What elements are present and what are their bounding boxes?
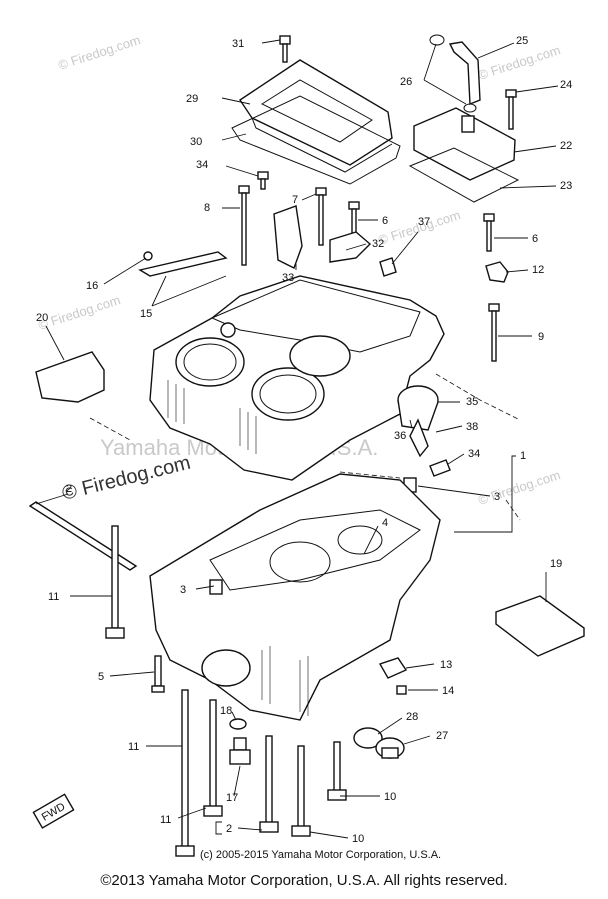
watermark-top-right: © Firedog.com bbox=[476, 42, 562, 83]
part-22-breather-cover bbox=[413, 89, 517, 181]
callout-25: 25 bbox=[516, 35, 528, 47]
part-11-bolt-b bbox=[175, 689, 195, 857]
callout-11-a: 11 bbox=[48, 591, 59, 603]
callout-numbers: 31 25 29 26 24 30 22 34 23 7 8 6 37 6 32… bbox=[36, 35, 572, 845]
part-15-plate bbox=[138, 251, 228, 277]
callout-31: 31 bbox=[232, 38, 244, 50]
fwd-arrow-icon: FWD bbox=[32, 793, 75, 829]
part-19-plate bbox=[495, 595, 585, 657]
callout-3-b: 3 bbox=[180, 584, 186, 596]
callout-9: 9 bbox=[538, 331, 544, 343]
callout-12: 12 bbox=[532, 264, 544, 276]
part-8-bolt bbox=[238, 185, 250, 266]
part-2-stud bbox=[28, 501, 138, 571]
callout-22: 22 bbox=[560, 140, 572, 152]
callout-13: 13 bbox=[440, 659, 452, 671]
callout-11-c: 11 bbox=[160, 814, 171, 826]
callout-34-lower: 34 bbox=[468, 448, 480, 460]
leader-lines bbox=[35, 39, 559, 839]
part-10-bolt-b bbox=[327, 741, 347, 801]
callout-5: 5 bbox=[98, 671, 104, 683]
callout-35: 35 bbox=[466, 396, 478, 408]
part-23-gasket bbox=[408, 147, 520, 203]
callout-17: 17 bbox=[226, 792, 238, 804]
part-11-bolt-a bbox=[105, 525, 125, 639]
part-9-bolt bbox=[488, 303, 500, 362]
part-5-bolt bbox=[151, 655, 165, 693]
part-13-clip bbox=[378, 657, 408, 679]
part-35-filter bbox=[397, 385, 439, 458]
part-18-washer bbox=[229, 718, 247, 730]
part-20-plate bbox=[35, 351, 105, 403]
callout-32: 32 bbox=[372, 238, 384, 250]
part-6-bolt-b bbox=[483, 213, 495, 252]
credit-line: (c) 2005-2015 Yamaha Motor Corporation, … bbox=[200, 849, 441, 861]
part-bracket bbox=[273, 205, 303, 269]
part-29-cover bbox=[239, 59, 393, 173]
callout-26: 26 bbox=[400, 76, 412, 88]
callout-14: 14 bbox=[442, 685, 454, 697]
lower-crankcase bbox=[149, 473, 441, 721]
part-2-bolt-d bbox=[259, 735, 279, 833]
part-17-plug bbox=[229, 737, 251, 765]
callout-8: 8 bbox=[204, 202, 210, 214]
callout-29: 29 bbox=[186, 93, 198, 105]
callout-11-b: 11 bbox=[128, 741, 139, 753]
callout-36: 36 bbox=[394, 430, 406, 442]
callout-33: 33 bbox=[282, 272, 294, 284]
part-12-clamp bbox=[485, 261, 509, 283]
callout-20: 20 bbox=[36, 312, 48, 324]
callout-6-b: 6 bbox=[532, 233, 538, 245]
callout-24: 24 bbox=[560, 79, 572, 91]
callout-4: 4 bbox=[382, 517, 388, 529]
callout-10-a: 10 bbox=[384, 791, 396, 803]
watermark-lower-right: © Firedog.com bbox=[476, 467, 562, 508]
callout-3-a: 3 bbox=[494, 491, 500, 503]
part-31-bolt bbox=[279, 35, 291, 63]
part-28-gasket bbox=[353, 727, 383, 749]
part-27-plug bbox=[375, 737, 405, 759]
callout-34: 34 bbox=[196, 159, 208, 171]
watermark-top-left: © Firedog.com bbox=[56, 32, 142, 73]
callout-2-bottom: 2 bbox=[226, 823, 232, 835]
callout-27: 27 bbox=[436, 730, 448, 742]
callout-7: 7 bbox=[292, 194, 298, 206]
callout-38: 38 bbox=[466, 421, 478, 433]
callout-23: 23 bbox=[560, 180, 572, 192]
callout-28: 28 bbox=[406, 711, 418, 723]
copyright-footer: ©2013 Yamaha Motor Corporation, U.S.A. A… bbox=[100, 872, 508, 889]
callout-30: 30 bbox=[190, 136, 202, 148]
part-34-bolt-lower bbox=[429, 459, 451, 477]
part-30-gasket bbox=[231, 95, 401, 185]
part-34-bolt-upper bbox=[257, 171, 269, 190]
part-32-plate bbox=[329, 231, 372, 263]
part-25-hose bbox=[429, 34, 481, 113]
callout-18: 18 bbox=[220, 705, 232, 717]
upper-crankcase bbox=[149, 275, 445, 481]
part-10-bolt-a bbox=[291, 745, 311, 837]
part-7-bolt bbox=[315, 187, 327, 246]
callout-6-a: 6 bbox=[382, 215, 388, 227]
watermark-left: © Firedog.com bbox=[36, 292, 122, 333]
callout-10-b: 10 bbox=[352, 833, 364, 845]
callout-19: 19 bbox=[550, 558, 562, 570]
callout-2-top: 2 bbox=[66, 483, 72, 495]
callout-15: 15 bbox=[140, 308, 152, 320]
part-11-bolt-c bbox=[203, 699, 223, 817]
part-14-screw bbox=[396, 685, 407, 695]
callout-37: 37 bbox=[418, 216, 430, 228]
part-37-stopper bbox=[379, 257, 397, 277]
callout-16: 16 bbox=[86, 280, 98, 292]
callout-1: 1 bbox=[520, 450, 526, 462]
